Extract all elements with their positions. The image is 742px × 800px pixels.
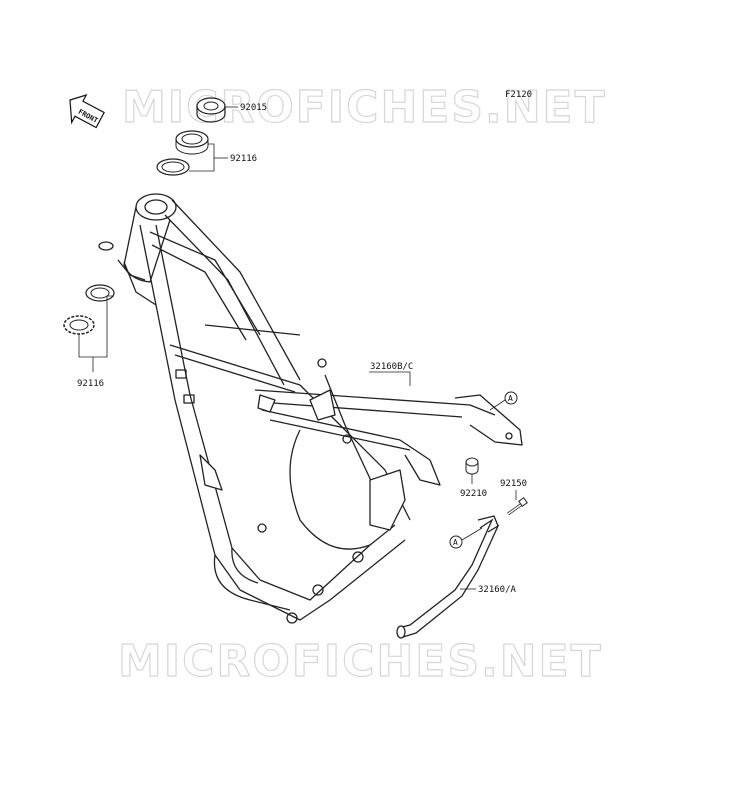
head-bearing-top-part	[156, 130, 228, 176]
subframe-part	[396, 515, 500, 639]
front-arrow-icon: FRONT	[69, 94, 105, 129]
callout-a-subframe-letter: A	[453, 538, 458, 547]
part-label-92210[interactable]: 92210	[460, 489, 487, 499]
part-label-32160bc[interactable]: 32160B/C	[370, 362, 413, 372]
callout-a-frame: A	[489, 391, 518, 411]
part-label-92015[interactable]: 92015	[240, 103, 267, 113]
stem-nut-part	[196, 97, 238, 123]
callout-a-frame-letter: A	[508, 394, 513, 403]
watermark-top: MICROFICHES.NET	[122, 82, 607, 133]
part-label-32160a[interactable]: 32160/A	[478, 585, 517, 595]
leader-32160bc	[369, 371, 411, 386]
main-frame-part	[98, 193, 523, 624]
part-label-92150[interactable]: 92150	[500, 479, 527, 489]
bolt-part	[507, 490, 528, 516]
callout-a-subframe: A	[449, 527, 483, 549]
part-label-92116-top[interactable]: 92116	[230, 154, 257, 164]
watermark-bottom: MICROFICHES.NET	[118, 636, 603, 687]
part-label-92116-left[interactable]: 92116	[77, 379, 104, 389]
head-bearing-bottom-part	[63, 284, 115, 372]
collar-part	[465, 457, 479, 484]
figure-code: F2120	[505, 90, 532, 100]
